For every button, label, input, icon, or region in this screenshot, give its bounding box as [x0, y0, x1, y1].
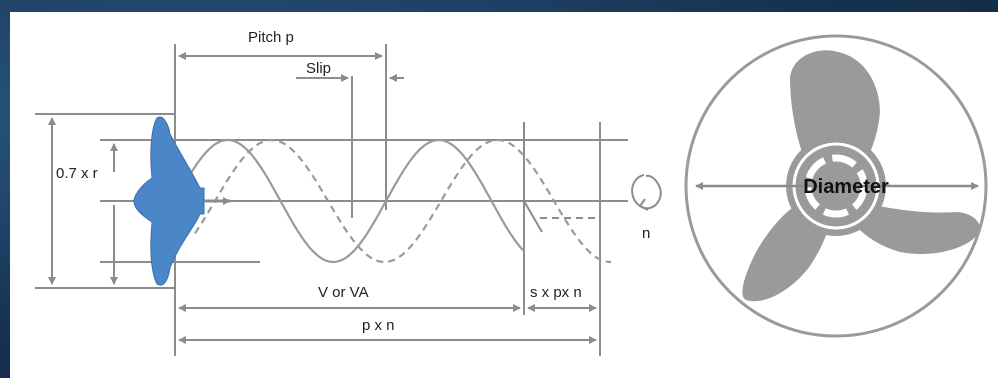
pitch-distance-label: p x n	[362, 317, 395, 334]
diameter-label: Diameter	[803, 176, 889, 198]
pitch-helix-wave	[174, 138, 524, 264]
slip-helix-wave	[194, 138, 612, 264]
three-blade-propeller-icon	[742, 50, 980, 302]
side-view	[35, 44, 628, 356]
slip-label: Slip	[306, 60, 331, 77]
rotation-label: n	[642, 225, 650, 242]
propeller-front-view: Diameter	[684, 34, 988, 338]
radius-label: 0.7 x r	[56, 165, 98, 182]
wave-tail-solid	[523, 200, 543, 233]
propeller-side-view-icon	[133, 116, 231, 286]
rotation-arrow-icon	[631, 174, 662, 211]
velocity-label: V or VA	[318, 284, 369, 301]
slip-distance-label: s x px n	[530, 284, 582, 301]
pitch-label: Pitch p	[248, 29, 294, 46]
